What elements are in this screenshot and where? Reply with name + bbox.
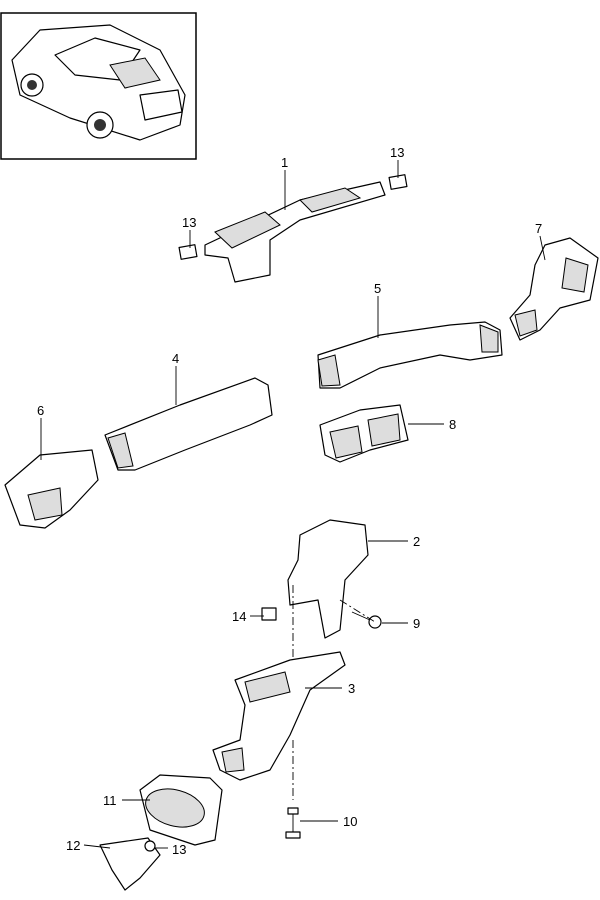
part-6-vent-housing — [4, 449, 99, 529]
callout-8: 8 — [449, 417, 457, 432]
callout-14: 14 — [232, 609, 247, 624]
callout-6: 6 — [37, 403, 45, 418]
callout-12: 12 — [66, 838, 81, 853]
part-9-screw — [351, 611, 382, 629]
callout-11: 11 — [103, 793, 117, 808]
part-13-clip-left — [178, 244, 198, 260]
part-3-footwell-duct — [212, 651, 346, 781]
part-8-double-vent — [319, 404, 409, 463]
part-5-duct — [317, 321, 503, 389]
part-13-clip-top — [388, 174, 408, 190]
part-12-trim-cover — [99, 837, 161, 891]
callout-3: 3 — [348, 681, 356, 696]
part-1-center-duct — [204, 181, 386, 283]
callout-1: 1 — [281, 155, 289, 170]
callout-10: 10 — [343, 814, 358, 829]
part-2-bracket — [287, 519, 369, 639]
leader-lines — [40, 160, 546, 849]
callout-13-bottom: 13 — [172, 842, 187, 857]
part-10-bolt — [285, 807, 301, 839]
part-4-duct — [104, 377, 273, 471]
vehicle-thumbnail — [0, 12, 197, 160]
callout-9: 9 — [413, 616, 421, 631]
part-7-duct — [509, 237, 599, 341]
callout-2: 2 — [413, 534, 421, 549]
part-13-screw — [144, 840, 156, 852]
part-11-vent-outlet — [139, 774, 223, 846]
callout-4: 4 — [172, 351, 180, 366]
callout-13-top: 13 — [390, 145, 405, 160]
callout-7: 7 — [535, 221, 543, 236]
callout-13-left: 13 — [182, 215, 197, 230]
callout-5: 5 — [374, 281, 382, 296]
part-14-clip — [261, 607, 277, 621]
